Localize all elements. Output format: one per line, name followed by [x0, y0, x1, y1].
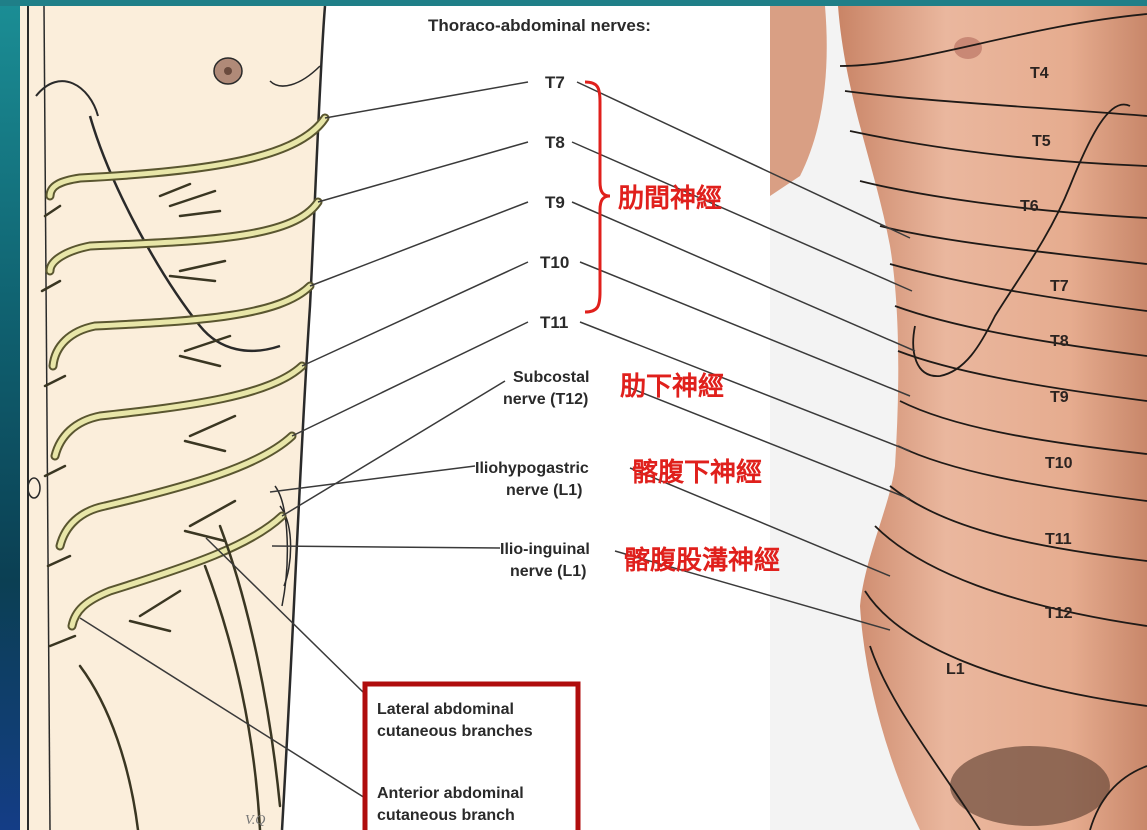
dermatome-label-t11: T11	[1045, 531, 1072, 548]
dermatome-label-t12: T12	[1045, 605, 1073, 622]
dermatome-label-t5: T5	[1032, 133, 1051, 150]
dermatome-label-t6: T6	[1020, 198, 1039, 215]
branch-label-lateral-line2: cutaneous branches	[377, 723, 533, 740]
dermatome-label-l1: L1	[946, 661, 965, 678]
slide-canvas: Thoraco-abdominal nerves: T7 T8 T9 T10 T…	[20, 6, 1147, 830]
dermatome-label-t4: T4	[1030, 65, 1049, 82]
chinese-label-intercostal: 肋間神經	[618, 183, 722, 214]
illustration-torso	[20, 6, 325, 830]
artist-signature: V.Q	[245, 813, 265, 828]
nerve-label-iliohypogastric-line1: Iliohypogastric	[475, 460, 589, 477]
intercostal-brace	[585, 82, 610, 312]
branch-label-lateral-line1: Lateral abdominal	[377, 701, 514, 718]
dermatome-label-t7: T7	[1050, 278, 1069, 295]
figure-title: Thoraco-abdominal nerves:	[428, 16, 651, 35]
nerve-label-subcostal-line2: nerve (T12)	[503, 391, 588, 408]
chinese-label-subcostal: 肋下神經	[620, 371, 724, 402]
branch-label-anterior-line2: cutaneous branch	[377, 807, 515, 824]
nerve-label-subcostal-line1: Subcostal	[513, 369, 589, 386]
chinese-label-iliohypogastric: 髂腹下神經	[632, 457, 762, 488]
nerve-label-t7: T7	[545, 73, 565, 92]
nerve-label-ilioinguinal-line2: nerve (L1)	[510, 563, 586, 580]
nerve-label-t9: T9	[545, 193, 565, 212]
dermatome-label-t9: T9	[1050, 389, 1069, 406]
dermatome-label-t8: T8	[1050, 333, 1069, 350]
nerve-diagram: Thoraco-abdominal nerves: T7 T8 T9 T10 T…	[20, 6, 1147, 830]
nerve-label-t8: T8	[545, 133, 565, 152]
chinese-label-ilioinguinal: 髂腹股溝神經	[624, 545, 780, 576]
nerve-label-iliohypogastric-line2: nerve (L1)	[506, 482, 582, 499]
nerve-label-t11: T11	[540, 313, 568, 332]
branch-label-anterior-line1: Anterior abdominal	[377, 785, 524, 802]
nerve-label-t10: T10	[540, 253, 569, 272]
slide-frame-left	[0, 0, 20, 830]
nerve-label-ilioinguinal-line1: Ilio-inguinal	[500, 541, 590, 558]
dermatome-label-t10: T10	[1045, 455, 1073, 472]
